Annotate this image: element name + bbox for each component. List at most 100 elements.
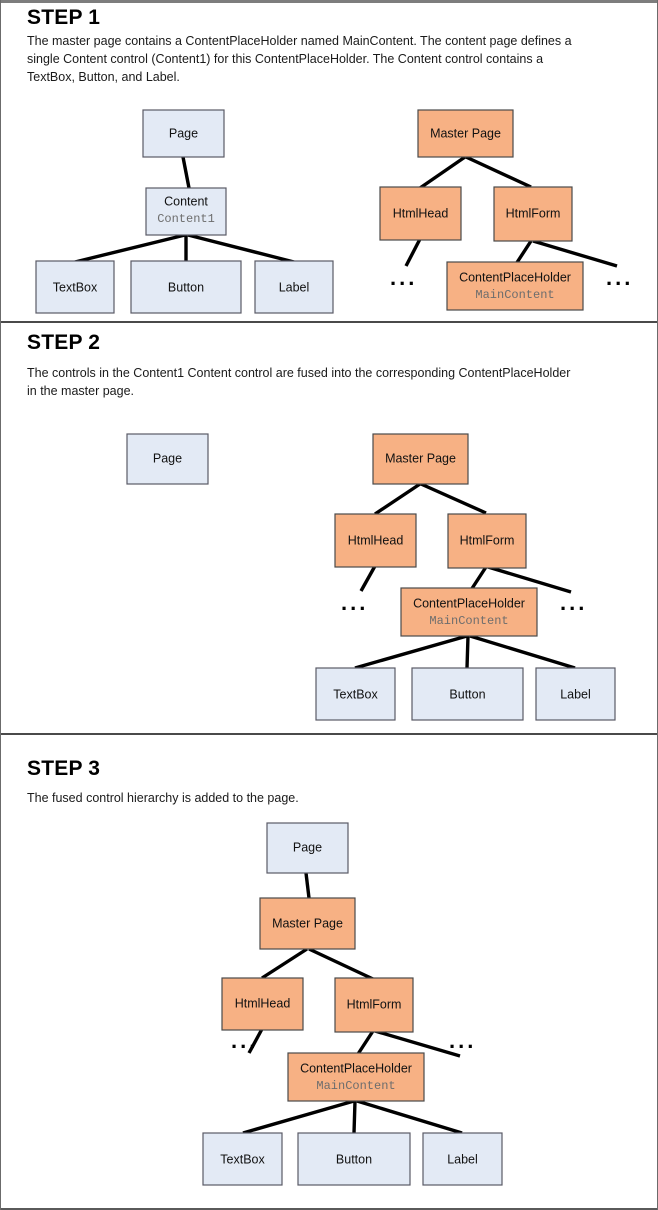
step-1-title: STEP 1 bbox=[27, 6, 101, 29]
step-1-description-line-3: TextBox, Button, and Label. bbox=[27, 70, 180, 84]
node-label: Label bbox=[279, 280, 310, 294]
node-s1-htmlform[interactable]: HtmlForm bbox=[493, 186, 573, 242]
node-label: ContentPlaceHolder bbox=[300, 1061, 412, 1075]
node-s2-textbox[interactable]: TextBox bbox=[315, 667, 396, 721]
edge-head-to-ellipsis bbox=[359, 565, 377, 592]
node-s2-contentplaceholder[interactable]: ContentPlaceHolder MainContent bbox=[400, 587, 538, 637]
step-2-description: The controls in the Content1 Content con… bbox=[27, 364, 637, 400]
node-label: TextBox bbox=[53, 280, 98, 294]
node-label: Master Page bbox=[272, 916, 343, 930]
node-s2-master-page[interactable]: Master Page bbox=[372, 433, 469, 485]
node-label: ContentPlaceHolder bbox=[459, 270, 571, 284]
node-s3-contentplaceholder[interactable]: ContentPlaceHolder MainContent bbox=[287, 1052, 425, 1102]
page-top-border bbox=[1, 0, 657, 3]
node-s2-htmlform[interactable]: HtmlForm bbox=[447, 513, 527, 569]
step-1-ellipsis-form: ... bbox=[606, 265, 634, 290]
node-label: Label bbox=[447, 1152, 478, 1166]
edge-master-to-form bbox=[308, 947, 374, 981]
node-label: TextBox bbox=[220, 1152, 265, 1166]
edge-page-to-master bbox=[304, 872, 311, 899]
step-3-description: The fused control hierarchy is added to … bbox=[27, 789, 637, 807]
step-1-description-line-2: single Content control (Content1) for th… bbox=[27, 52, 544, 66]
edge-cph-to-textbox bbox=[354, 634, 468, 670]
node-box bbox=[446, 261, 584, 311]
node-s3-htmlform[interactable]: HtmlForm bbox=[334, 977, 414, 1033]
node-s3-textbox[interactable]: TextBox bbox=[202, 1132, 283, 1186]
node-sublabel: MainContent bbox=[429, 614, 508, 628]
node-s3-button[interactable]: Button bbox=[297, 1132, 411, 1186]
step-2-ellipsis-head: ... bbox=[341, 590, 369, 615]
edge-content-to-label bbox=[187, 233, 295, 264]
node-s3-page[interactable]: Page bbox=[266, 822, 349, 874]
node-label: Button bbox=[168, 280, 204, 294]
node-s1-htmlhead[interactable]: HtmlHead bbox=[379, 186, 462, 241]
edge-form-to-cph bbox=[356, 1030, 375, 1055]
edge-page-to-content bbox=[181, 156, 191, 189]
node-s3-label[interactable]: Label bbox=[422, 1132, 503, 1186]
node-label: Page bbox=[169, 126, 198, 140]
edge-master-to-head bbox=[374, 482, 421, 516]
step-2-fused-tree-edges bbox=[354, 482, 576, 670]
edge-content-to-textbox bbox=[74, 233, 186, 264]
edge-cph-to-textbox bbox=[242, 1099, 355, 1135]
node-s2-label[interactable]: Label bbox=[535, 667, 616, 721]
node-s1-contentplaceholder[interactable]: ContentPlaceHolder MainContent bbox=[446, 261, 584, 311]
step-3-description-line-1: The fused control hierarchy is added to … bbox=[27, 791, 299, 805]
edge-head-to-ellipsis bbox=[404, 238, 422, 267]
node-s2-htmlhead[interactable]: HtmlHead bbox=[334, 513, 417, 568]
step-2-title: STEP 2 bbox=[27, 331, 101, 354]
step-2-description-line-1: The controls in the Content1 Content con… bbox=[27, 366, 571, 380]
node-label: HtmlHead bbox=[348, 533, 404, 547]
step-2-description-line-2: in the master page. bbox=[27, 384, 135, 398]
node-label: ContentPlaceHolder bbox=[413, 596, 525, 610]
node-box bbox=[287, 1052, 425, 1102]
node-sublabel: Content1 bbox=[157, 212, 215, 226]
node-label: Master Page bbox=[430, 126, 501, 140]
node-s1-button[interactable]: Button bbox=[130, 260, 242, 314]
edge-master-to-head bbox=[419, 155, 466, 190]
page-bottom-border bbox=[1, 1208, 657, 1210]
node-s1-label[interactable]: Label bbox=[254, 260, 334, 314]
edge-master-to-form bbox=[465, 155, 532, 189]
node-label: Button bbox=[449, 687, 485, 701]
node-label: Button bbox=[336, 1152, 372, 1166]
edge-cph-to-button bbox=[352, 1100, 357, 1134]
edge-form-to-ellipsis bbox=[487, 565, 572, 594]
step-3-ellipsis-head: ... bbox=[231, 1028, 259, 1053]
edge-cph-to-button bbox=[465, 635, 470, 669]
node-s2-page[interactable]: Page bbox=[126, 433, 209, 485]
node-s1-content[interactable]: Content Content1 bbox=[145, 187, 227, 236]
node-label: HtmlForm bbox=[460, 533, 515, 547]
step-1-content-page-edges bbox=[74, 156, 295, 264]
node-sublabel: MainContent bbox=[316, 1079, 395, 1093]
edge-master-to-form bbox=[420, 482, 487, 515]
node-label: Label bbox=[560, 687, 591, 701]
edge-form-to-ellipsis bbox=[532, 239, 618, 268]
node-label: Content bbox=[164, 194, 208, 208]
node-label: HtmlForm bbox=[506, 206, 561, 220]
node-label: HtmlForm bbox=[347, 997, 402, 1011]
step-2-ellipsis-form: ... bbox=[560, 590, 588, 615]
node-s1-textbox[interactable]: TextBox bbox=[35, 260, 115, 314]
node-label: Master Page bbox=[385, 451, 456, 465]
node-s3-master-page[interactable]: Master Page bbox=[259, 897, 356, 950]
node-s2-button[interactable]: Button bbox=[411, 667, 524, 721]
edge-form-to-ellipsis bbox=[374, 1029, 461, 1058]
node-s3-htmlhead[interactable]: HtmlHead bbox=[221, 977, 304, 1031]
node-label: HtmlHead bbox=[235, 996, 291, 1010]
edge-master-to-head bbox=[261, 947, 308, 980]
node-s1-master-page[interactable]: Master Page bbox=[417, 109, 514, 158]
step-2-divider bbox=[1, 733, 657, 735]
node-label: Page bbox=[293, 840, 322, 854]
node-box bbox=[400, 587, 538, 637]
step-1-description: The master page contains a ContentPlaceH… bbox=[27, 32, 627, 86]
step-1-divider bbox=[1, 321, 657, 323]
node-label: HtmlHead bbox=[393, 206, 449, 220]
edge-form-to-cph bbox=[469, 566, 488, 591]
step-3-title: STEP 3 bbox=[27, 757, 101, 780]
node-sublabel: MainContent bbox=[475, 288, 554, 302]
edge-cph-to-label bbox=[469, 634, 576, 670]
step-1-description-line-1: The master page contains a ContentPlaceH… bbox=[27, 34, 572, 48]
node-s1-page[interactable]: Page bbox=[142, 109, 225, 158]
